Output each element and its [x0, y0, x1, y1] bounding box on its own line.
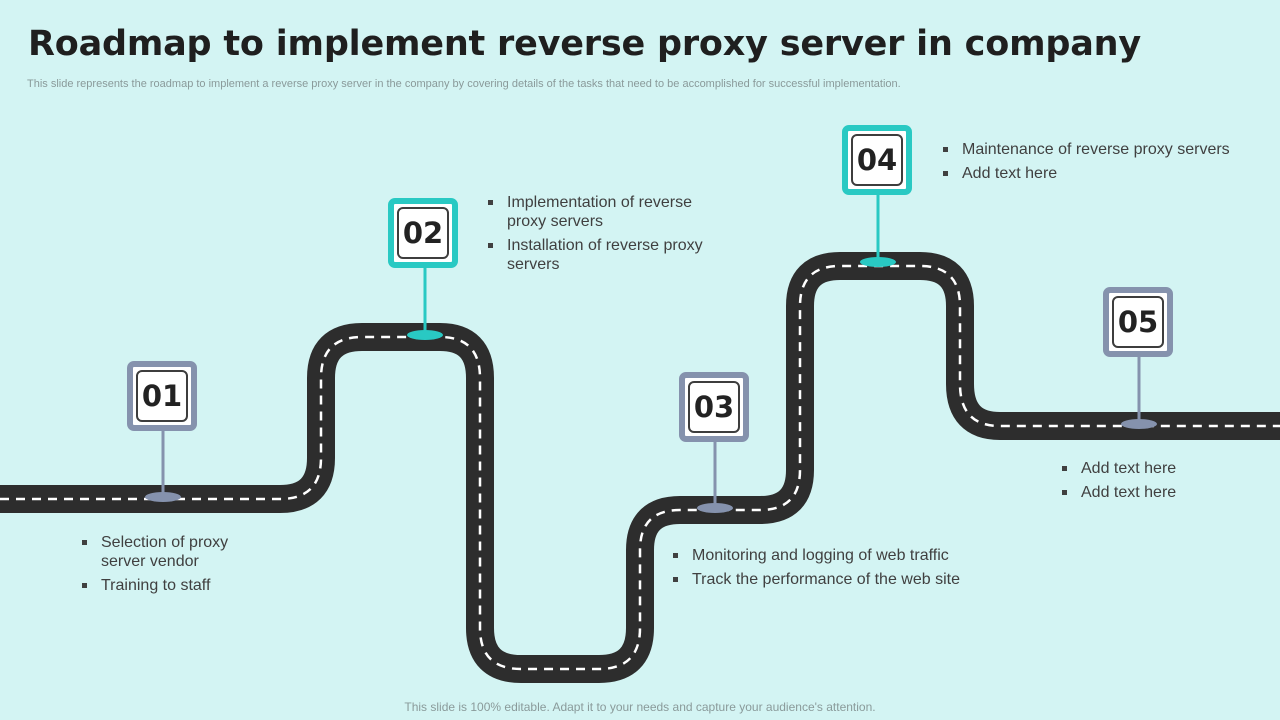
list-item: Maintenance of reverse proxy servers: [943, 140, 1253, 159]
milestone-04-base: [860, 257, 896, 267]
milestone-02-number: 02: [397, 207, 449, 259]
milestone-03-base: [697, 503, 733, 513]
road-center-dashes: [0, 264, 1280, 671]
milestone-02-details: Implementation of reverse proxy servers …: [488, 193, 708, 279]
list-item: Add text here: [1062, 483, 1262, 502]
milestone-02-base: [407, 330, 443, 340]
milestone-01-details: Selection of proxy server vendor Trainin…: [82, 533, 257, 600]
milestone-04-details: Maintenance of reverse proxy servers Add…: [943, 140, 1253, 188]
milestone-03-details: Monitoring and logging of web traffic Tr…: [673, 546, 993, 594]
list-item: Add text here: [943, 164, 1253, 183]
milestone-01-marker: 01: [127, 361, 197, 431]
milestone-05-details: Add text here Add text here: [1062, 459, 1262, 507]
page-subtitle: This slide represents the roadmap to imp…: [27, 78, 901, 90]
milestone-01-number: 01: [136, 370, 188, 422]
list-item: Implementation of reverse proxy servers: [488, 193, 708, 231]
milestone-02-marker: 02: [388, 198, 458, 268]
list-item: Monitoring and logging of web traffic: [673, 546, 993, 565]
milestone-05-number: 05: [1112, 296, 1164, 348]
milestone-01-base: [145, 492, 181, 502]
footer-note: This slide is 100% editable. Adapt it to…: [404, 700, 876, 714]
page-title: Roadmap to implement reverse proxy serve…: [28, 24, 1141, 64]
milestone-04-number: 04: [851, 134, 903, 186]
list-item: Track the performance of the web site: [673, 570, 993, 589]
milestone-05-marker: 05: [1103, 287, 1173, 357]
milestone-04-marker: 04: [842, 125, 912, 195]
milestone-03-marker: 03: [679, 372, 749, 442]
list-item: Add text here: [1062, 459, 1262, 478]
milestone-03-number: 03: [688, 381, 740, 433]
milestone-05-base: [1121, 419, 1157, 429]
list-item: Training to staff: [82, 576, 257, 595]
list-item: Selection of proxy server vendor: [82, 533, 257, 571]
list-item: Installation of reverse proxy servers: [488, 236, 708, 274]
